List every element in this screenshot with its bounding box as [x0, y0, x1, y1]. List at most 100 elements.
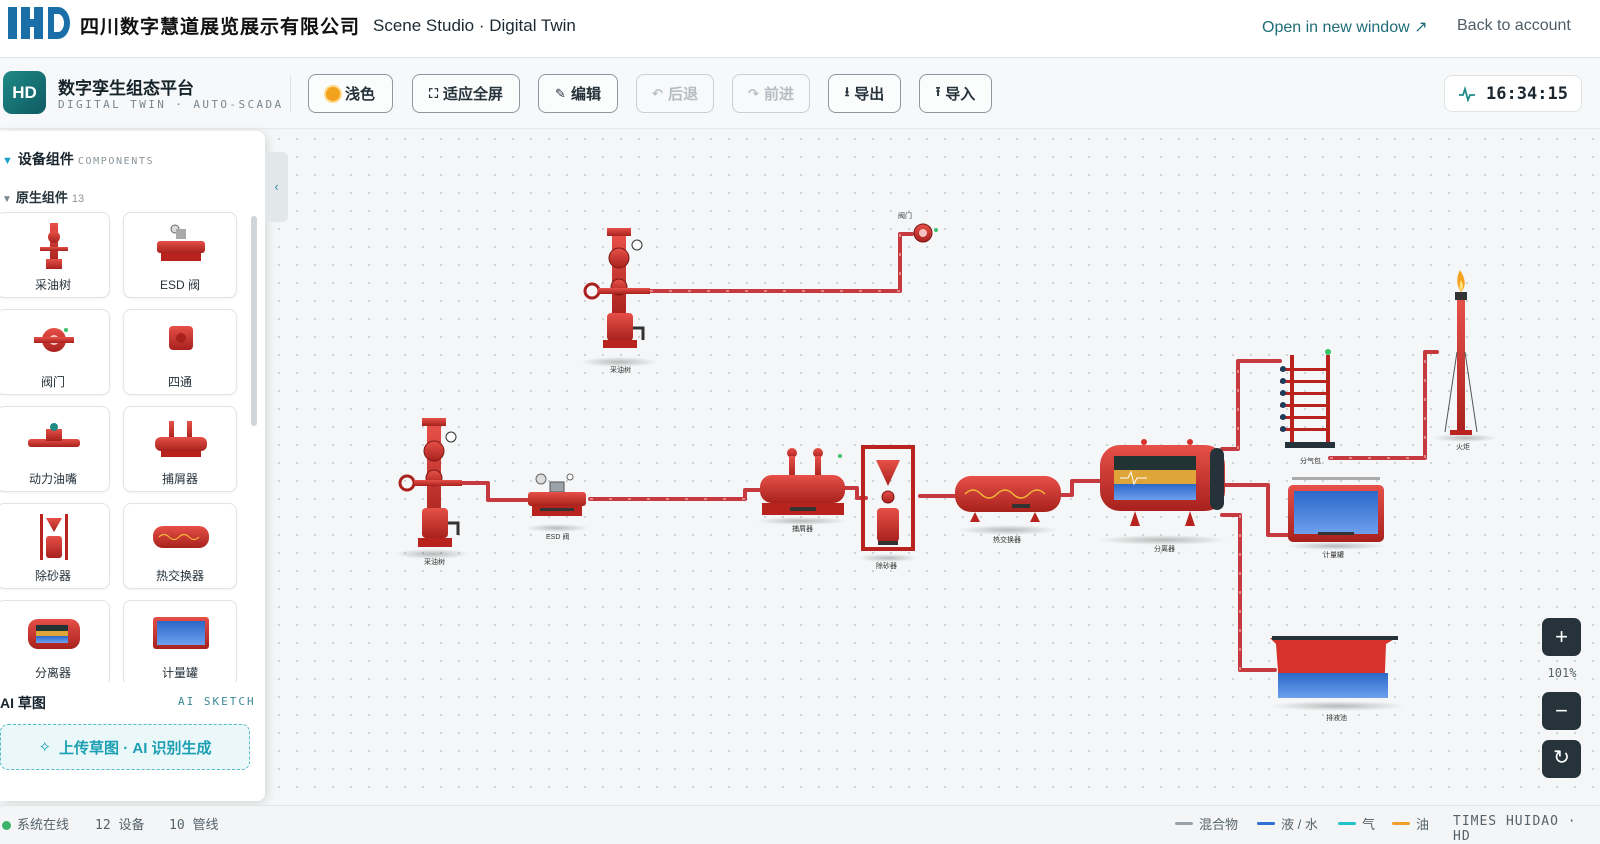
catcher-icon	[155, 421, 207, 457]
equipment-tree-top[interactable]: 采油树	[581, 228, 657, 374]
theme-label: 浅色	[344, 86, 375, 103]
equipment-flare[interactable]: 火炬	[1433, 270, 1497, 451]
app-header: HD 数字孪生组态平台 DIGITAL TWIN · AUTO-SCADA 浅色…	[0, 59, 1600, 129]
label-gas-manifold: 分气包	[1300, 456, 1321, 465]
sun-icon	[325, 86, 340, 101]
component-card-desander[interactable]: 除砂器	[0, 503, 110, 589]
component-card-heat-exchanger[interactable]: 热交换器	[123, 503, 237, 589]
legend-gas: 气	[1338, 814, 1375, 833]
clock-display: 16:34:15	[1444, 75, 1582, 112]
native-group-count: 13	[71, 193, 85, 205]
studio-title: Scene Studio · Digital Twin	[373, 16, 576, 35]
company-name: 四川数字慧道展览展示有限公司	[80, 17, 361, 38]
cross-fitting-icon	[169, 326, 193, 350]
brand-footer: TIMES HUIDAO · HD	[1453, 814, 1577, 844]
fullscreen-button[interactable]: ⛶ 适应全屏	[412, 74, 520, 113]
equipment-valve[interactable]: 阀门	[898, 211, 938, 243]
label-desander: 除砂器	[876, 561, 897, 570]
company-logo	[8, 7, 70, 39]
online-dot-icon	[2, 821, 11, 830]
component-card-valve[interactable]: 阀门	[0, 309, 110, 395]
legend-liquid: 液 / 水	[1257, 814, 1318, 833]
collapse-panel-button[interactable]: ‹	[265, 152, 288, 222]
undo-button[interactable]: ↶ 后退	[636, 74, 714, 113]
collapse-triangle-icon: ▼	[2, 194, 12, 205]
label-catcher: 捕屑器	[792, 524, 813, 533]
component-label: 采油树	[34, 278, 71, 292]
platform-badge: HD	[3, 71, 46, 114]
equipment-catcher[interactable]: 捕屑器	[756, 448, 848, 533]
equipment-tree-main[interactable]: 采油树	[394, 418, 470, 566]
component-card-cross[interactable]: 四通	[123, 309, 237, 395]
import-button[interactable]: ⭱ 导入	[919, 74, 992, 113]
panel-scrollbar[interactable]	[251, 216, 257, 426]
ai-sketch-title: AI 草图	[0, 695, 46, 711]
platform-title: 数字孪生组态平台	[58, 79, 194, 98]
upload-sketch-label: 上传草图 · AI 识别生成	[59, 739, 212, 757]
device-count: 12 设备	[95, 818, 145, 833]
back-to-account-link[interactable]: Back to account	[1457, 17, 1571, 34]
component-card-tree[interactable]: 采油树	[0, 212, 110, 298]
equipment-heat-exchanger[interactable]: 热交换器	[955, 476, 1061, 544]
pipe-separator-to-meter	[1220, 483, 1290, 537]
label-flare: 火炬	[1456, 443, 1470, 451]
open-new-window-link[interactable]: Open in new window ↗	[1262, 19, 1428, 36]
component-label: 除砂器	[34, 569, 71, 583]
label-heat-ex: 热交换器	[993, 535, 1021, 544]
equipment-esd-valve[interactable]: ESD 阀	[525, 473, 589, 541]
pipe-heatex-to-separator	[1060, 479, 1102, 497]
expand-triangle-icon: ▼	[2, 155, 13, 167]
fit-screen-icon: ⛶	[428, 85, 439, 101]
equipment-gas-manifold[interactable]: 分气包	[1280, 349, 1335, 465]
sparkle-icon: ✧	[38, 739, 52, 756]
legend-label: 油	[1416, 817, 1430, 832]
pipelines	[460, 232, 1439, 672]
component-label: 热交换器	[155, 569, 204, 583]
upload-sketch-button[interactable]: ✧ 上传草图 · AI 识别生成	[0, 724, 250, 770]
tree-icon	[40, 223, 68, 269]
minus-icon: −	[1555, 698, 1568, 723]
component-card-meter-tank[interactable]: 计量罐	[123, 600, 237, 682]
label-valve: 阀门	[898, 211, 912, 220]
equipment-desander[interactable]: 除砂器	[858, 445, 918, 570]
pulse-icon	[1459, 85, 1476, 102]
undo-label: 后退	[667, 86, 698, 103]
component-card-esd[interactable]: ESD 阀	[123, 212, 237, 298]
reset-view-button[interactable]: ↻	[1542, 740, 1581, 778]
plus-icon: +	[1555, 624, 1568, 649]
scene-canvas[interactable]: 阀门 采油树 采油树 ES	[0, 130, 1600, 802]
legend-mixture: 混合物	[1175, 814, 1238, 833]
theme-button[interactable]: 浅色	[308, 74, 393, 113]
download-icon: ⭳	[844, 83, 850, 99]
equipment-separator[interactable]: 分离器	[1098, 439, 1228, 553]
component-card-catcher[interactable]: 捕屑器	[123, 406, 237, 492]
choke-icon	[28, 423, 80, 447]
process-diagram: 阀门 采油树 采油树 ES	[394, 211, 1497, 722]
pipe-separator-to-manifold	[1220, 359, 1282, 451]
edit-button[interactable]: ✎ 编辑	[538, 74, 618, 113]
redo-button[interactable]: ↷ 前进	[732, 74, 810, 113]
edit-label: 编辑	[570, 86, 601, 103]
label-separator: 分离器	[1154, 544, 1175, 553]
components-title: 设备组件	[17, 151, 74, 167]
redo-icon: ↷	[748, 85, 759, 101]
pipe-esd-to-catcher	[588, 488, 762, 501]
separator-icon	[28, 619, 80, 649]
valve-icon	[34, 328, 74, 352]
platform-subtitle: DIGITAL TWIN · AUTO-SCADA	[58, 98, 284, 111]
legend-label: 气	[1362, 817, 1376, 832]
undo-icon: ↶	[652, 85, 663, 101]
component-card-separator[interactable]: 分离器	[0, 600, 110, 682]
upload-icon: ⭱	[935, 83, 941, 99]
equipment-drain-pit[interactable]: 排液池	[1270, 636, 1406, 722]
export-button[interactable]: ⭳ 导出	[828, 74, 901, 113]
zoom-in-button[interactable]: +	[1542, 618, 1581, 656]
legend-swatch	[1392, 822, 1410, 825]
divider	[290, 75, 291, 113]
equipment-meter-tank[interactable]: 计量罐	[1285, 477, 1385, 559]
component-card-choke[interactable]: 动力油嘴	[0, 406, 110, 492]
zoom-out-button[interactable]: −	[1542, 692, 1581, 730]
pipe-tree-to-valve	[648, 232, 914, 293]
